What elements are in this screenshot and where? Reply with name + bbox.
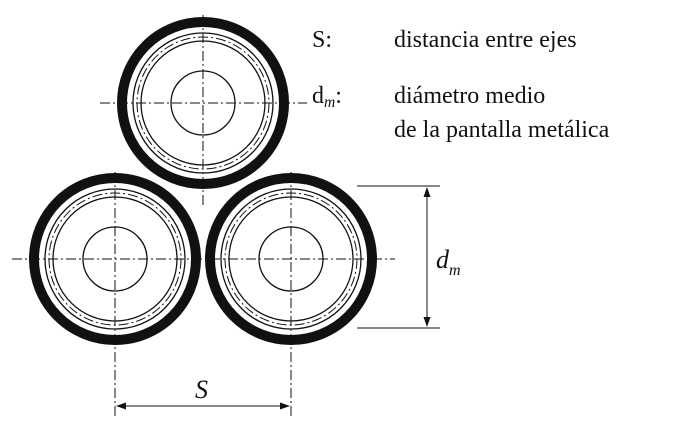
insulation-edge [52,196,178,322]
insulation-edge [140,40,266,166]
conductor [258,226,324,292]
legend-spacing-description: distancia entre ejes [394,27,577,53]
mean-screen-diameter-line [224,192,358,326]
outer-sheath [117,17,289,189]
cable-bottom-right [205,173,377,345]
outer-sheath [205,173,377,345]
diameter-label: dm [436,245,461,279]
spacing-label: S [195,375,208,404]
conductor [82,226,148,292]
metallic-screen [132,32,274,174]
outer-sheath [29,173,201,345]
diameter-dimension [357,185,440,329]
cable-top [117,17,289,189]
legend-diameter-description-line-2: de la pantalla metálica [394,117,610,143]
insulation-edge [228,196,354,322]
legend-spacing-symbol: S: [312,27,333,53]
mean-screen-diameter-line [48,192,182,326]
legend-diameter-description-line-1: diámetro medio [394,83,546,109]
cable-bottom-left [29,173,201,345]
legend-diameter-symbol: dm: [312,83,342,111]
metallic-screen [220,188,362,330]
conductor [170,70,236,136]
metallic-screen [44,188,186,330]
mean-screen-diameter-line [136,36,270,170]
